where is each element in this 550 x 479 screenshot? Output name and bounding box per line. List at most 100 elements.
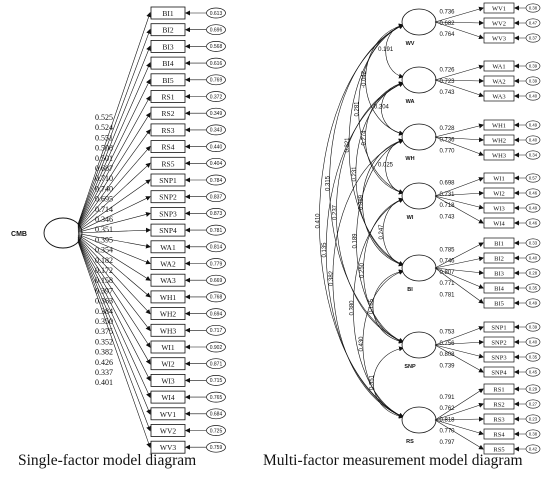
- indicator-label: WA2: [492, 79, 505, 86]
- indicator-label: RS3: [493, 417, 504, 424]
- correlation-value: 0.185: [369, 298, 375, 314]
- loading-path: [77, 238, 151, 382]
- indicator-label: SNP1: [159, 176, 177, 185]
- error-ellipse: [206, 124, 226, 136]
- error-value: 0.759: [210, 445, 223, 451]
- error-value: 0.725: [210, 428, 223, 434]
- loading-value: 0.797: [439, 440, 455, 446]
- error-value: 0.717: [210, 328, 223, 334]
- error-value: 0.57: [529, 176, 538, 181]
- error-ellipse: [206, 441, 226, 453]
- factor-label: WV: [406, 41, 415, 47]
- error-ellipse: [206, 107, 226, 119]
- error-ellipse: [206, 91, 226, 102]
- error-ellipse: [206, 57, 226, 69]
- indicator-label: BI5: [162, 76, 174, 85]
- factor-ellipse: [401, 8, 437, 36]
- indicator-label: BI4: [494, 286, 505, 293]
- correlation-arc: [365, 23, 404, 136]
- indicator-label: WH2: [492, 138, 506, 145]
- loading-value: 0.350: [95, 317, 113, 326]
- error-value: 0.49: [529, 301, 538, 306]
- loading-path: [434, 419, 484, 436]
- indicator-label: BI2: [494, 256, 504, 263]
- error-value: 0.37: [529, 36, 538, 41]
- error-value: 0.669: [210, 278, 223, 284]
- correlation-value: 0.382: [329, 270, 335, 286]
- indicator-label: SNP2: [491, 340, 506, 347]
- indicator-label: RS3: [162, 126, 175, 135]
- error-value: 0.781: [210, 228, 223, 234]
- loading-path: [434, 136, 484, 156]
- loading-value: 0.710: [95, 174, 113, 183]
- error-ellipse: [525, 337, 541, 347]
- loading-path: [434, 21, 484, 40]
- correlation-arc: [382, 197, 404, 267]
- error-ellipse: [206, 375, 226, 386]
- indicator-label: BI1: [494, 241, 504, 248]
- loading-value: 0.726: [439, 68, 455, 74]
- error-value: 0.33: [529, 241, 538, 246]
- loading-value: 0.791: [439, 395, 455, 401]
- error-value: 0.343: [210, 128, 223, 134]
- loading-value: 0.743: [439, 90, 455, 96]
- error-ellipse: [525, 399, 541, 409]
- indicator-label: RS2: [493, 402, 504, 409]
- correlation-value: 0.237: [332, 204, 338, 220]
- loading-value: 0.551: [95, 133, 113, 142]
- error-value: 0.46: [529, 221, 538, 226]
- loading-value: 0.525: [95, 113, 113, 122]
- error-ellipse: [206, 408, 226, 420]
- error-ellipse: [525, 384, 541, 394]
- correlation-arcs: 0.1910.204-0.0420.0250.2810.2740.3210.23…: [315, 23, 404, 419]
- error-value: 0.613: [210, 11, 223, 17]
- correlation-arc: [372, 269, 404, 344]
- loading-value: 0.736: [439, 137, 455, 143]
- correlation-arc: [363, 198, 404, 343]
- indicator-label: BI1: [162, 9, 174, 18]
- loading-value: 0.771: [439, 281, 455, 287]
- error-value: 0.27: [529, 402, 538, 407]
- loading-path: [434, 267, 484, 289]
- factor-label: WI: [407, 215, 414, 221]
- loading-value: 0.351: [95, 225, 113, 234]
- correlation-arc: [355, 82, 404, 266]
- loading-path: [77, 234, 151, 281]
- loading-value: 0.695: [95, 195, 113, 204]
- indicator-label: SNP3: [491, 355, 506, 362]
- indicator-label: WV1: [160, 410, 176, 419]
- error-ellipse: [206, 425, 226, 436]
- indicator-label: RS1: [162, 93, 175, 102]
- indicator-label: WV3: [492, 36, 506, 43]
- correlation-value: 0.281: [355, 101, 361, 117]
- loading-value: 0.764: [439, 32, 455, 38]
- error-ellipse: [206, 274, 226, 286]
- loading-path: [77, 241, 152, 449]
- indicator-label: WV2: [160, 427, 176, 436]
- correlation-value: 0.204: [374, 105, 390, 111]
- indicator-label: WA2: [160, 260, 176, 269]
- error-ellipse: [525, 76, 541, 86]
- error-ellipse: [525, 322, 541, 332]
- error-ellipse: [525, 253, 541, 263]
- error-ellipse: [206, 208, 226, 219]
- loading-path: [77, 237, 151, 348]
- loading-value: 0.363: [95, 297, 113, 306]
- indicator-label: BI5: [494, 301, 504, 308]
- indicator-label: WH3: [160, 326, 176, 335]
- loading-value: 0.524: [95, 123, 113, 132]
- error-ellipse: [525, 150, 541, 160]
- indicator-label: RS5: [493, 447, 504, 454]
- loading-value: 0.740: [95, 184, 113, 193]
- loading-value: 0.508: [95, 144, 113, 153]
- loading-value: 0.785: [439, 247, 455, 253]
- error-ellipse: [525, 33, 541, 43]
- error-value: 0.23: [529, 417, 538, 422]
- error-ellipse: [206, 24, 226, 36]
- factor-ellipse: [401, 254, 437, 282]
- indicator-label: WI3: [161, 376, 175, 385]
- loading-path: [434, 388, 484, 421]
- error-value: 0.39: [529, 79, 538, 84]
- error-ellipse: [525, 203, 541, 213]
- indicator-label: BI3: [494, 271, 504, 278]
